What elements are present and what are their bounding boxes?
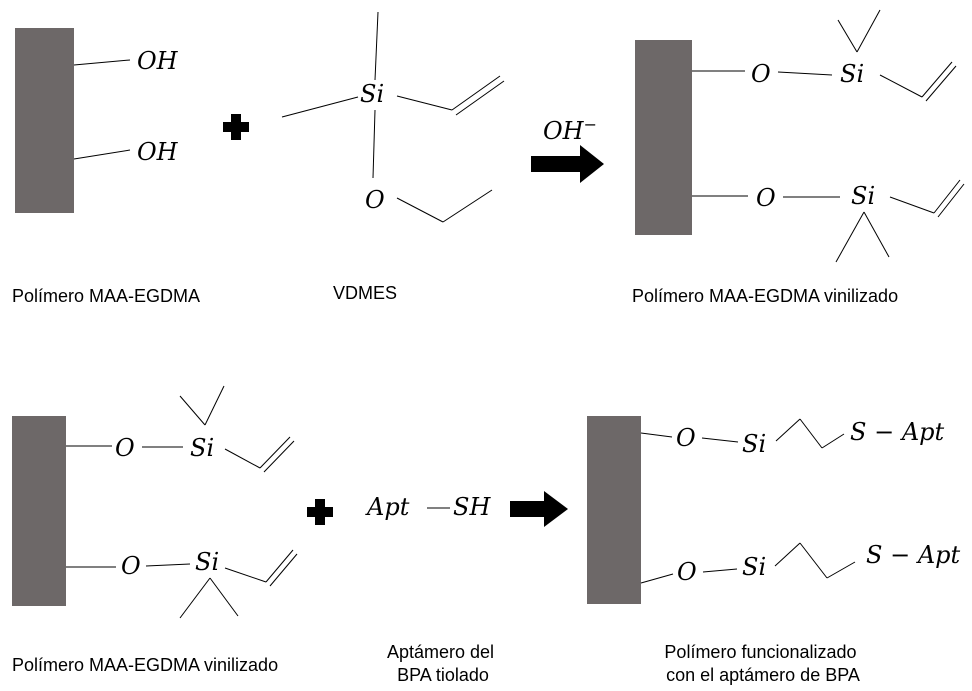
- prod-o-1: O: [676, 424, 696, 452]
- left-o-2: O: [121, 552, 141, 580]
- catalyst-label: OH−: [543, 115, 597, 145]
- bond-oh-1: [73, 59, 131, 66]
- polymer-slab-top-right: [635, 40, 692, 235]
- caption-thiolated-aptamer-line2: BPA tiolado: [397, 665, 489, 685]
- prod-s-1: S − Apt: [850, 418, 945, 446]
- caption-vinylized-polymer-bottom: Polímero MAA-EGDMA vinilizado: [12, 655, 278, 675]
- polymer-slab-bottom-right: [587, 416, 641, 604]
- reagent-apt: Apt: [365, 493, 410, 521]
- prod-si-2: Si: [742, 553, 766, 581]
- prod-s-2: S − Apt: [866, 541, 961, 569]
- plus-sign-bottom: [307, 499, 333, 525]
- left-si-2: Si: [195, 548, 219, 576]
- vdmes-si: Si: [360, 80, 384, 108]
- left-si-1: Si: [190, 434, 214, 462]
- caption-vinylized-polymer: Polímero MAA-EGDMA vinilizado: [632, 286, 898, 306]
- prod-o-2: O: [677, 558, 697, 586]
- oh-group-2: OH: [137, 138, 179, 166]
- caption-polymer: Polímero MAA-EGDMA: [12, 286, 200, 306]
- product-si-2: Si: [851, 182, 875, 210]
- oh-group-1: OH: [137, 47, 179, 75]
- caption-functionalized-line2: con el aptámero de BPA: [666, 665, 860, 685]
- caption-thiolated-aptamer: Aptámero del BPA tiolado: [387, 642, 499, 685]
- product-o-2: O: [756, 184, 776, 212]
- left-o-1: O: [115, 434, 135, 462]
- polymer-slab-top-left: [15, 28, 74, 213]
- polymer-slab-bottom-left: [12, 416, 66, 606]
- reagent-sh: SH: [453, 493, 491, 521]
- reaction-arrow-top: [531, 145, 604, 183]
- bond-oh-2: [73, 149, 131, 160]
- plus-sign-top: [223, 114, 249, 140]
- caption-vdmes: VDMES: [333, 283, 397, 303]
- vdmes-molecule: Si O: [281, 11, 505, 223]
- caption-thiolated-aptamer-line1: Aptámero del: [387, 642, 494, 662]
- product-o-1: O: [751, 60, 771, 88]
- prod-si-1: Si: [742, 430, 766, 458]
- vdmes-o: O: [365, 186, 385, 214]
- caption-functionalized-line1: Polímero funcionalizado: [664, 642, 856, 662]
- caption-functionalized-polymer: Polímero funcionalizado con el aptámero …: [664, 642, 861, 685]
- product-si-1: Si: [840, 60, 864, 88]
- reaction-arrow-bottom: [510, 491, 568, 527]
